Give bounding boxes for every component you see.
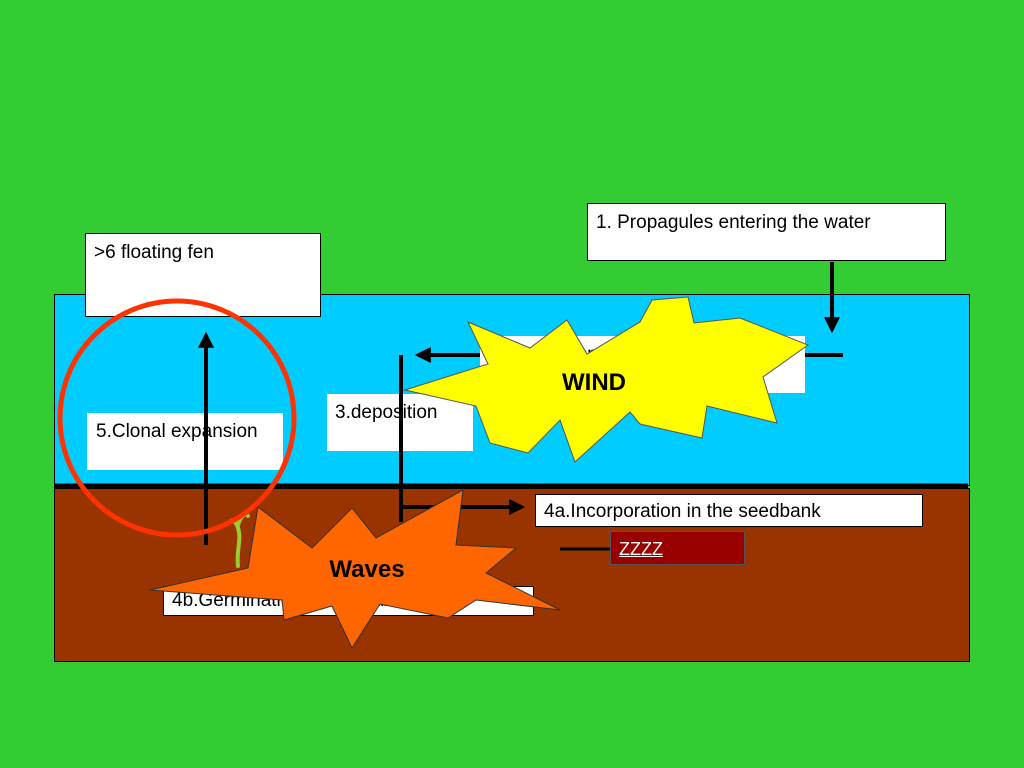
clonal-expansion-label: 5.Clonal expansion — [87, 413, 283, 470]
wind-burst — [403, 296, 810, 463]
seedbank-incorporation-label: 4a.Incorporation in the seedbank — [535, 494, 923, 527]
propagules-entering-water-label: 1. Propagules entering the water — [587, 203, 946, 261]
highlight-circle — [57, 298, 297, 538]
dormancy-zzzz-label: ZZZZ — [610, 531, 745, 565]
wind-burst-label: WIND — [562, 369, 626, 396]
waves-burst — [149, 489, 561, 650]
waves-burst-label: Waves — [329, 556, 404, 583]
